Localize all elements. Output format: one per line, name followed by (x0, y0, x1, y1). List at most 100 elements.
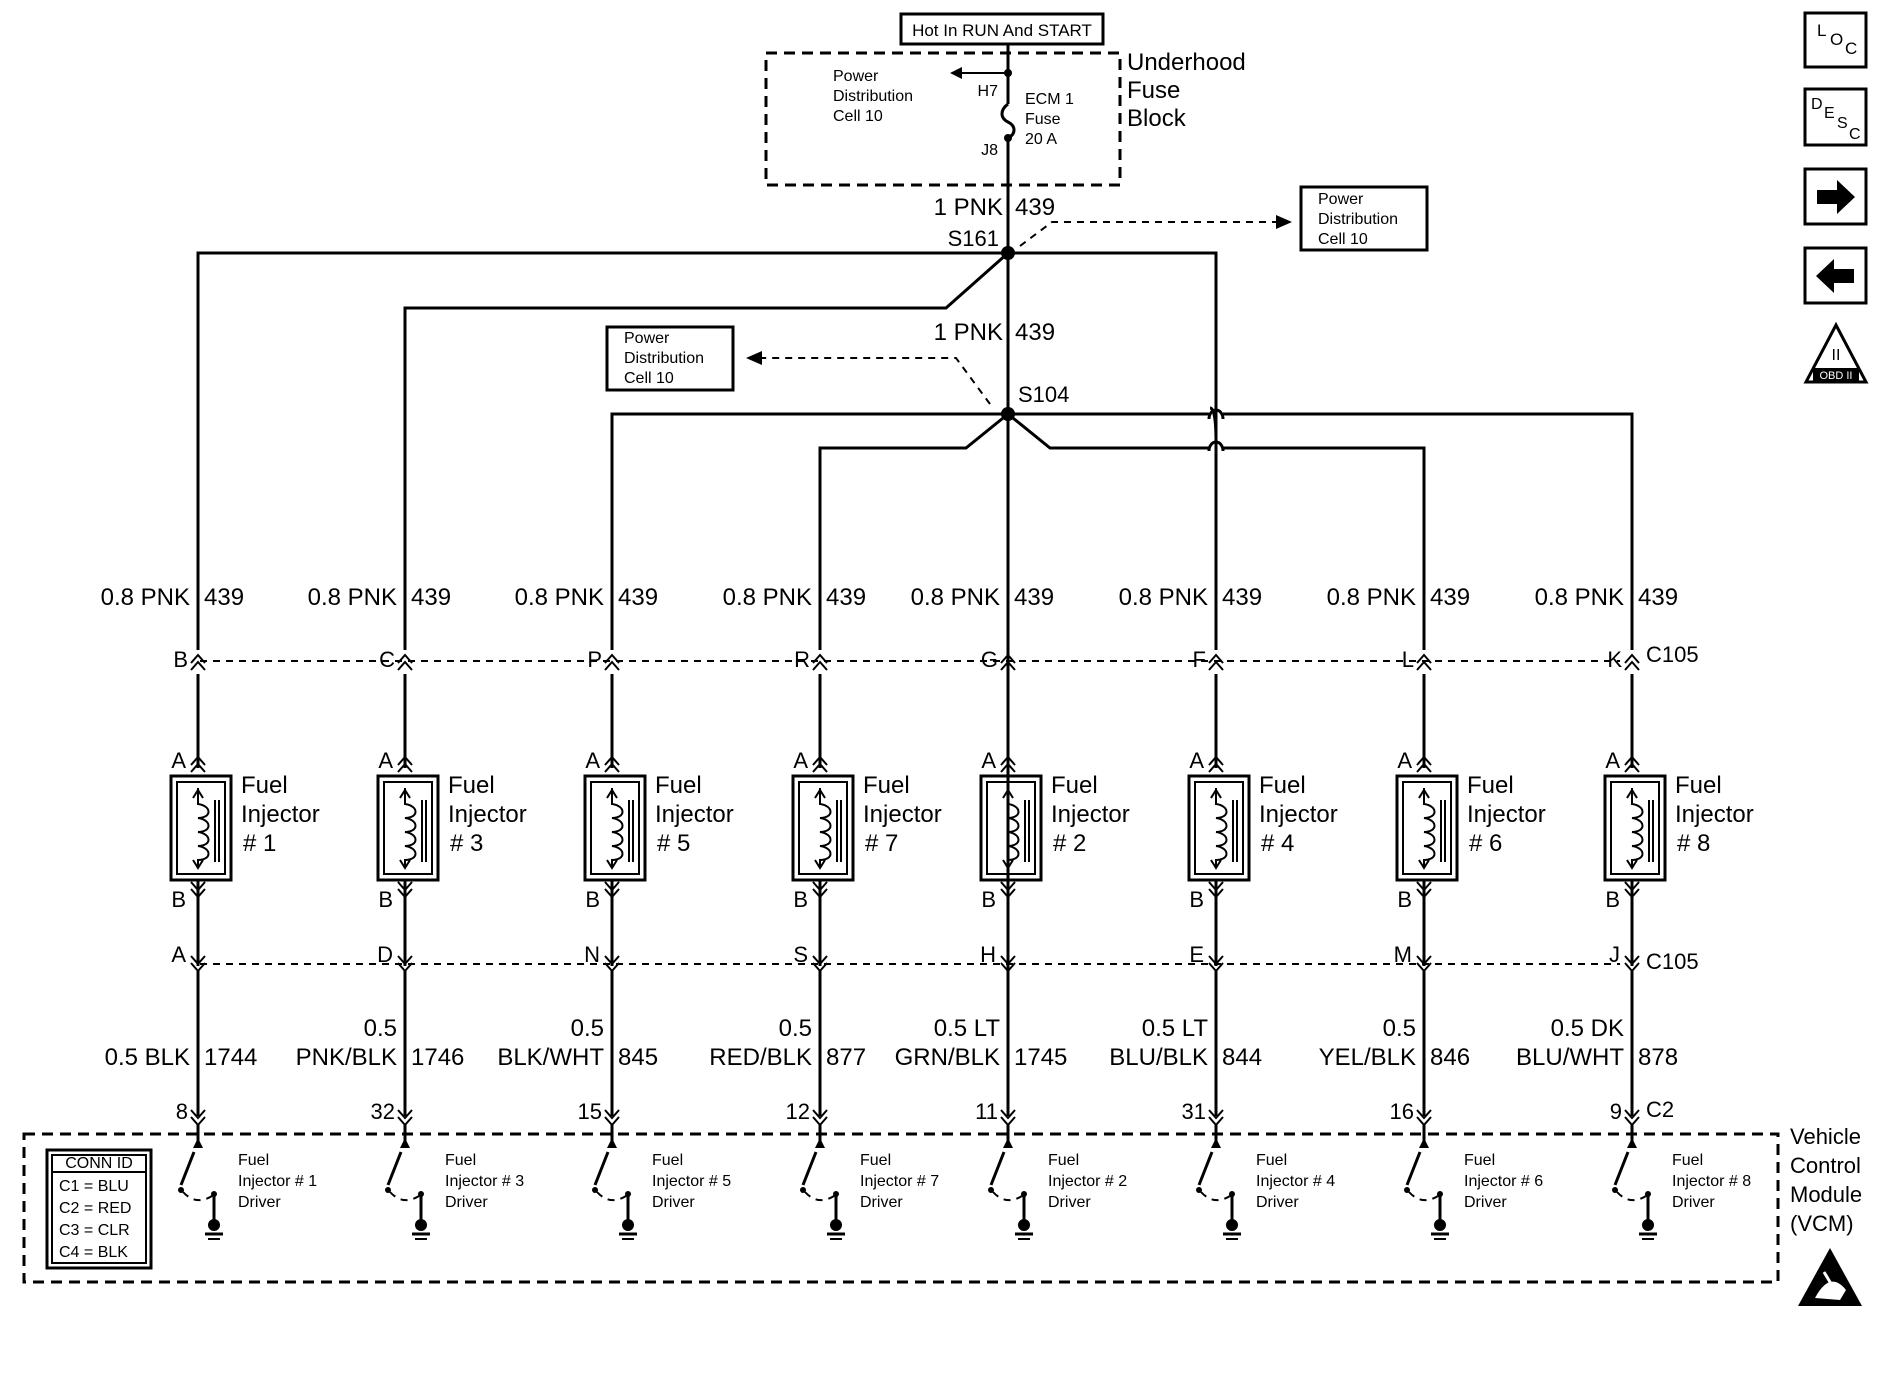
c105-lower-pin: A (171, 942, 186, 967)
injector-terminal-a-connector (812, 755, 828, 773)
feed-wire-2-size-color: 1 PNK (934, 319, 1003, 346)
feed-wire-circuit: 439 (826, 584, 866, 611)
driver-switch-icon (1197, 1151, 1214, 1186)
control-wire-size: 0.5 (1383, 1015, 1416, 1042)
driver-switch-node (592, 1187, 598, 1193)
solenoid-arrow-icon (192, 859, 204, 870)
driver-switch-icon (386, 1151, 403, 1186)
driver-switch-icon (593, 1151, 610, 1186)
fuse-node-top (1004, 69, 1012, 77)
solenoid-coil-icon (611, 788, 624, 868)
power-ref-s104-3: Cell 10 (624, 370, 674, 387)
injector-terminal-a: A (378, 748, 393, 773)
fuse-block-title-3: Block (1127, 105, 1187, 132)
driver-label: Fuel (1464, 1152, 1495, 1169)
driver-label: Fuel (652, 1152, 683, 1169)
solenoid-arrow-icon (1418, 788, 1430, 799)
wire-crossover-hop (1207, 408, 1225, 420)
s161-branches (196, 251, 1225, 650)
fuel-injector-inner (798, 781, 848, 875)
fuel-injector-name: Injector (1675, 801, 1754, 828)
vcm-title-4: (VCM) (1790, 1211, 1854, 1236)
vcm-pin-number: 32 (371, 1099, 395, 1124)
injector-terminal-a: A (585, 748, 600, 773)
c105-upper-pin: P (587, 647, 602, 672)
prev-page-button[interactable] (1803, 246, 1868, 305)
obd-ii-label: OBD II (1819, 370, 1852, 382)
fuel-injector-name: Fuel (1051, 772, 1098, 799)
solenoid-coil-icon (197, 788, 210, 868)
c105-upper-pin: G (981, 647, 998, 672)
c105-upper-terminal (1000, 653, 1016, 671)
loc-button[interactable]: L O C (1803, 11, 1868, 69)
conn-id-c4: C4 = BLK (59, 1244, 128, 1261)
desc-button[interactable]: D E S C (1803, 87, 1868, 147)
driver-switch-icon (1613, 1151, 1630, 1186)
conn-id-c1: C1 = BLU (59, 1178, 129, 1195)
feed-wire-size-color: 0.8 PNK (1119, 584, 1208, 611)
c105-lower-label: C105 (1646, 949, 1699, 974)
driver-switch-node (1196, 1187, 1202, 1193)
power-ref-s104: Power Distribution Cell 10 (605, 325, 991, 405)
feed-wire-circuit: 439 (1430, 584, 1470, 611)
supply-label: Hot In RUN And START (912, 21, 1092, 40)
driver-arrow-icon (1003, 1138, 1013, 1148)
control-wire-size: 0.5 (779, 1015, 812, 1042)
driver-label: Driver (1464, 1194, 1507, 1211)
ground-icon (1226, 1219, 1238, 1231)
fuel-injector-name: Fuel (1467, 772, 1514, 799)
control-wire-circuit: 844 (1222, 1044, 1262, 1071)
driver-arrow-icon (400, 1138, 410, 1148)
feed-wire-size-color: 0.8 PNK (308, 584, 397, 611)
control-wire-circuit: 878 (1638, 1044, 1678, 1071)
next-page-button[interactable] (1803, 167, 1868, 226)
branch-injector-8 (1223, 412, 1634, 650)
fuel-injector-number: # 1 (243, 830, 276, 857)
control-wire-circuit: 846 (1430, 1044, 1470, 1071)
driver-label: Fuel (860, 1152, 891, 1169)
fuel-injector-name: Injector (241, 801, 320, 828)
feed-wire-size-color: 0.8 PNK (101, 584, 190, 611)
injector-terminal-a-connector (1624, 755, 1640, 773)
c105-upper-terminal (604, 653, 620, 671)
feed-wire-circuit: 439 (1014, 584, 1054, 611)
conn-id-table: CONN ID C1 = BLU C2 = RED C3 = CLR C4 = … (45, 1148, 153, 1270)
wire-crossover-hop-2 (1207, 440, 1225, 452)
driver-switch-icon (989, 1151, 1006, 1186)
c105-upper-pin: B (173, 647, 188, 672)
power-ref-s161-1: Power (1318, 191, 1364, 208)
driver-control-link (804, 1191, 835, 1202)
obd-ii-button[interactable]: II OBD II (1803, 321, 1869, 384)
vcm-pin-number: 8 (176, 1099, 188, 1124)
desc-icon-d: D (1811, 96, 1823, 113)
c105-lower-pin: E (1189, 942, 1204, 967)
driver-control-link (992, 1191, 1023, 1202)
fuse-icon (1000, 102, 1016, 140)
branch-injector-3 (403, 251, 1009, 650)
solenoid-arrow-icon (1418, 859, 1430, 870)
driver-label: Driver (1048, 1194, 1091, 1211)
driver-label: Fuel (238, 1152, 269, 1169)
control-wire-size: 0.5 LT (934, 1015, 1001, 1042)
driver-label: Driver (1256, 1194, 1299, 1211)
arrow-right-icon (1817, 180, 1855, 214)
loc-icon-c: C (1845, 39, 1857, 58)
driver-label: Driver (445, 1194, 488, 1211)
fuel-injector-name: Fuel (448, 772, 495, 799)
injector-terminal-a: A (1605, 748, 1620, 773)
fuel-injector-number: # 7 (865, 830, 898, 857)
control-wire-color: BLK/WHT (497, 1044, 604, 1071)
driver-arrow-icon (815, 1138, 825, 1148)
driver-label: Fuel (445, 1152, 476, 1169)
control-wire-size: 0.5 (571, 1015, 604, 1042)
control-wire-size: 0.5 DK (1551, 1015, 1624, 1042)
solenoid-arrow-icon (1210, 859, 1222, 870)
esd-warning-icon (1798, 1248, 1862, 1306)
control-wire-color: YEL/BLK (1319, 1044, 1416, 1071)
splice-s161-label: S161 (948, 226, 999, 251)
control-wire-circuit: 1746 (411, 1044, 464, 1071)
feed-wire-2-circuit: 439 (1015, 319, 1055, 346)
injector-terminal-a-connector (1000, 755, 1016, 773)
